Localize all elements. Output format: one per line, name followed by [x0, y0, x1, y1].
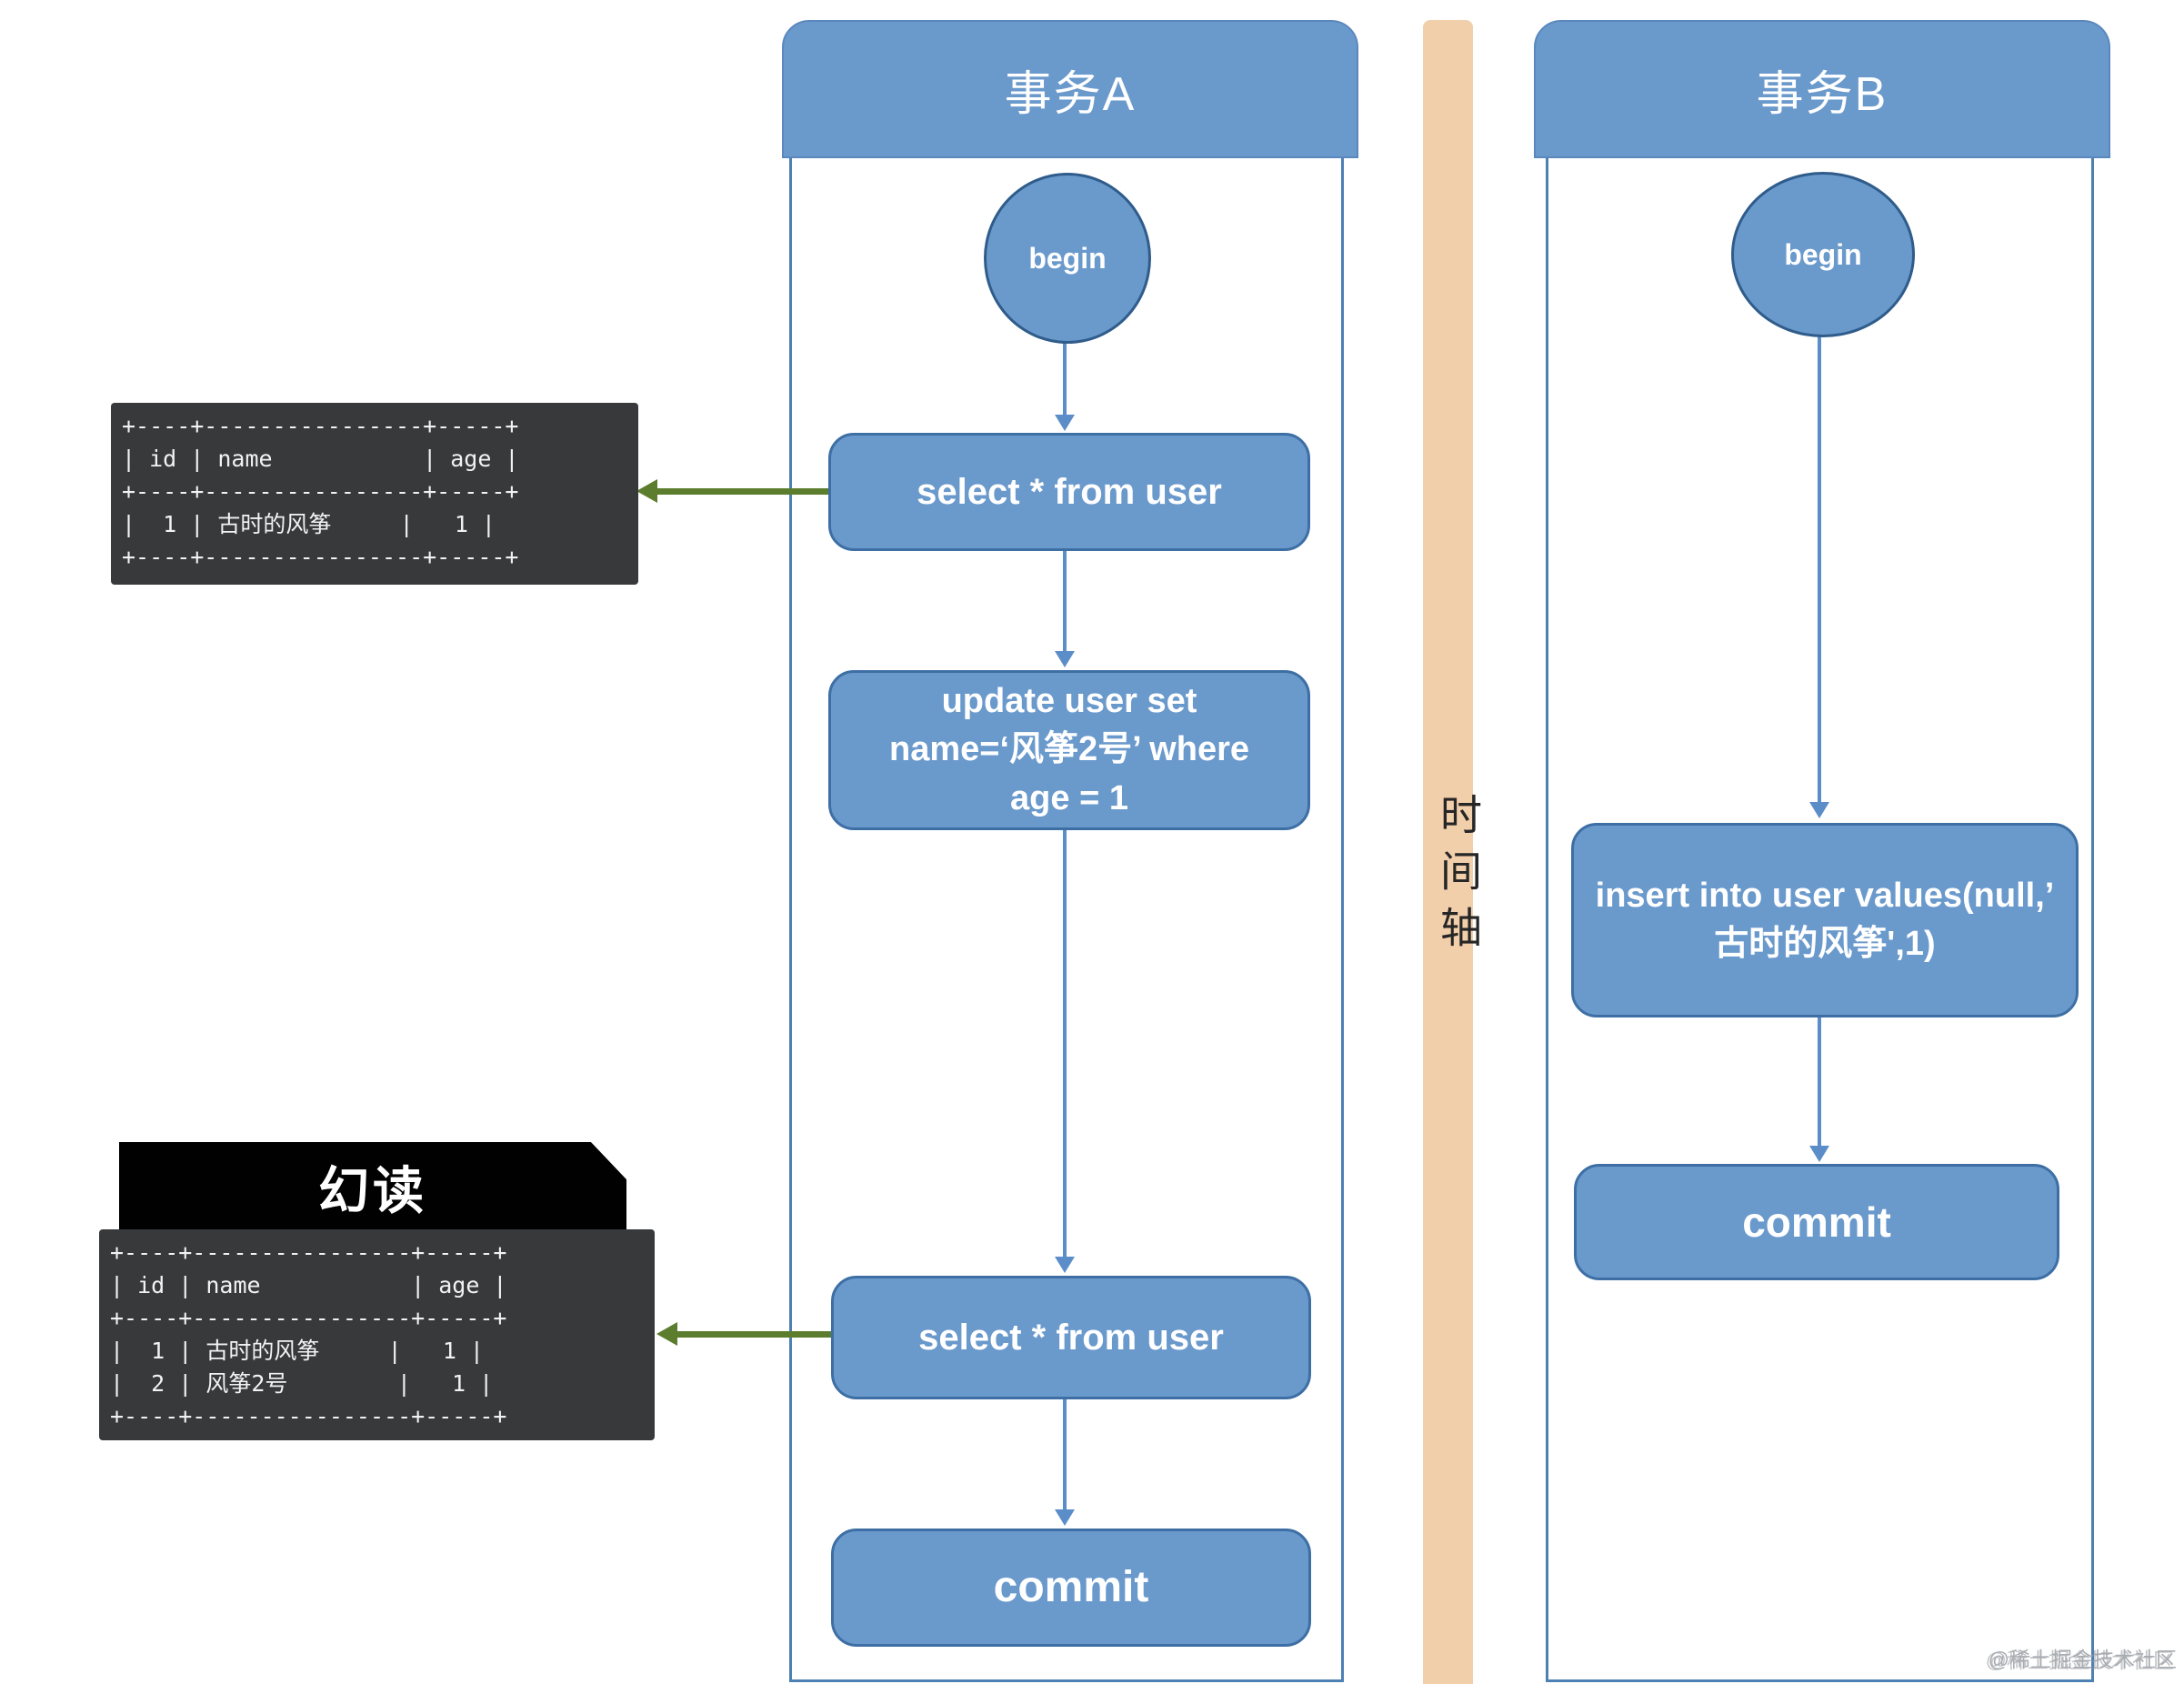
timeline-bar — [1423, 20, 1473, 1684]
phantom-read-banner: 幻读 — [119, 1142, 626, 1231]
insert-sql: insert into user values(null,’ 古时的风筝',1) — [1595, 876, 2055, 963]
transaction-b-commit-node: commit — [1574, 1164, 2059, 1280]
transaction-a-select1-node: select * from user — [828, 433, 1310, 551]
transaction-a-begin-node: begin — [984, 173, 1151, 344]
timeline-label: 时间轴 — [1435, 793, 1481, 962]
transaction-a-title: 事务A — [1004, 67, 1137, 121]
transaction-a-commit-node: commit — [831, 1529, 1311, 1647]
update-sql: update user set name=‘风筝2号’ where age = … — [889, 682, 1249, 817]
transaction-a-update-node: update user set name=‘风筝2号’ where age = … — [828, 670, 1310, 830]
result-table-2-text: +----+----------------+-----+ | id | nam… — [110, 1239, 507, 1429]
transaction-b-begin-node: begin — [1731, 172, 1915, 337]
phantom-read-label: 幻读 — [318, 1161, 427, 1219]
select2-sql: select * from user — [918, 1318, 1224, 1358]
begin-label: begin — [1784, 237, 1862, 271]
transaction-b-header: 事务B — [1534, 20, 2110, 158]
result-table-2: +----+----------------+-----+ | id | nam… — [99, 1229, 655, 1440]
begin-label: begin — [1028, 241, 1107, 275]
transaction-a-lane — [789, 155, 1344, 1682]
transaction-b-insert-node: insert into user values(null,’ 古时的风筝',1) — [1571, 823, 2079, 1017]
transaction-a-header: 事务A — [782, 20, 1358, 158]
result-table-1-text: +----+----------------+-----+ | id | nam… — [122, 413, 519, 570]
commit-b-label: commit — [1742, 1198, 1891, 1246]
transaction-b-title: 事务B — [1756, 67, 1888, 121]
select1-sql: select * from user — [917, 472, 1222, 512]
watermark: @稀土掘金技术社区 — [1988, 1648, 2177, 1671]
transaction-a-select2-node: select * from user — [831, 1276, 1311, 1399]
result-table-1: +----+----------------+-----+ | id | nam… — [111, 403, 638, 585]
commit-a-label: commit — [993, 1563, 1149, 1612]
